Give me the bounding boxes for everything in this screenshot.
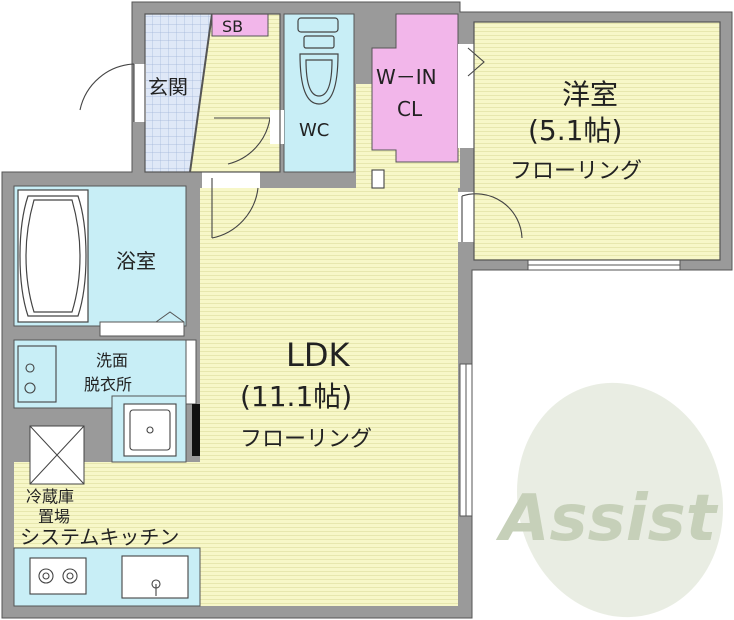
entrance-door-opening	[134, 64, 146, 122]
western-door-swing	[461, 193, 523, 242]
fridge-label-2: 置場	[38, 507, 70, 526]
doors	[79, 44, 523, 242]
entrance-door-swing	[79, 63, 135, 122]
watermark-text: Assist	[495, 482, 719, 556]
western-room-name: 洋室	[562, 78, 618, 111]
wc-label: WC	[299, 120, 329, 141]
bath-step	[99, 321, 185, 337]
windows	[459, 259, 681, 517]
western-room-floor	[474, 22, 720, 260]
kitchen-label: システムキッチン	[20, 525, 179, 549]
bathtub-icon	[17, 189, 89, 323]
ldk-floor: フローリング	[240, 427, 372, 452]
washroom-door-strip	[185, 339, 197, 405]
fridge-cross	[29, 425, 85, 485]
entrance-label: 玄関	[148, 75, 188, 99]
washroom-label-2: 脱衣所	[84, 375, 132, 394]
room-labels: 玄関 SB WC W－IN CL 洋室 (5.1帖) フローリング 浴室 洗面 …	[20, 17, 642, 549]
bath-label: 浴室	[116, 249, 156, 273]
washroom-dark-panel	[192, 404, 200, 456]
interior-walls	[144, 13, 721, 261]
wc-door-swing	[214, 117, 271, 165]
washroom-label-1: 洗面	[96, 351, 128, 370]
fridge-label-1: 冷蔵庫	[26, 487, 74, 506]
walkin-label-2: CL	[397, 97, 423, 121]
sb-label: SB	[222, 17, 243, 36]
bath-step-mark	[155, 311, 185, 323]
entrance-step-line	[189, 13, 213, 173]
washbasin-icon	[17, 345, 57, 403]
ldk-floor	[14, 188, 458, 606]
hall-door-swing	[211, 178, 259, 239]
walkin-closet	[371, 13, 459, 163]
sink-icon	[121, 555, 189, 599]
washing-machine-icon	[123, 403, 177, 457]
walkin-label-1: W－IN	[376, 65, 437, 89]
toilet-icon	[297, 17, 339, 105]
assist-watermark: Assist	[495, 382, 724, 618]
western-room-size: (5.1帖)	[528, 114, 622, 147]
ldk-size: (11.1帖)	[240, 380, 352, 413]
western-room-floor: フローリング	[510, 159, 642, 184]
ldk-name: LDK	[286, 336, 350, 374]
stove-icon	[29, 557, 87, 595]
